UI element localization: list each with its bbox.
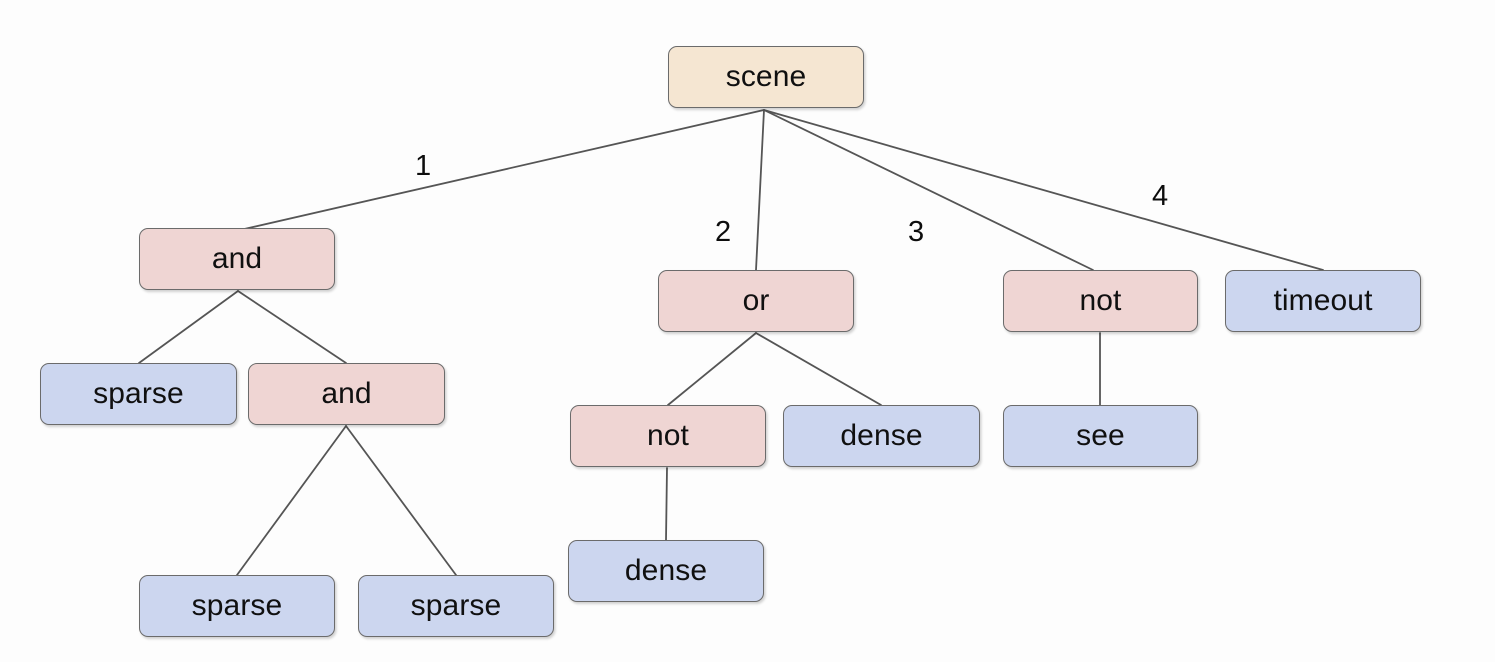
tree-edge-or1-to-not2	[667, 332, 757, 406]
tree-node-and1[interactable]: and	[139, 228, 335, 290]
tree-node-sparse3[interactable]: sparse	[358, 575, 554, 637]
tree-node-label: scene	[725, 60, 807, 93]
tree-node-scene[interactable]: scene	[668, 46, 864, 108]
tree-node-not2[interactable]: not	[570, 405, 766, 467]
tree-node-timeout1[interactable]: timeout	[1225, 270, 1421, 332]
tree-node-label: not	[1079, 284, 1122, 317]
edge-label-4: 4	[1152, 180, 1169, 212]
tree-node-label: sparse	[410, 589, 502, 622]
tree-node-sparse2[interactable]: sparse	[139, 575, 335, 637]
tree-edge-and1-to-and2	[237, 290, 347, 364]
tree-node-label: sparse	[93, 377, 184, 410]
tree-edge-scene-to-not1	[763, 109, 1094, 271]
tree-node-label: see	[1076, 419, 1125, 452]
tree-node-and2[interactable]: and	[248, 363, 445, 425]
tree-edge-and2-to-sparse2	[236, 425, 347, 576]
tree-node-label: and	[211, 242, 263, 275]
tree-node-label: and	[321, 377, 372, 410]
tree-edge-and2-to-sparse3	[345, 425, 457, 576]
tree-node-sparse1[interactable]: sparse	[40, 363, 237, 425]
tree-node-label: dense	[840, 419, 923, 452]
tree-edge-scene-to-and1	[239, 109, 765, 231]
tree-node-dense2[interactable]: dense	[568, 540, 764, 602]
tree-node-label: timeout	[1273, 284, 1373, 317]
tree-edge-or1-to-dense1	[755, 332, 882, 406]
tree-node-label: dense	[624, 554, 708, 587]
tree-node-or1[interactable]: or	[658, 270, 854, 332]
edge-label-1: 1	[415, 150, 432, 182]
tree-node-see1[interactable]: see	[1003, 405, 1198, 467]
tree-node-dense1[interactable]: dense	[783, 405, 980, 467]
tree-edge-scene-to-or1	[755, 109, 765, 271]
edge-label-2: 2	[715, 216, 732, 248]
tree-node-not1[interactable]: not	[1003, 270, 1198, 332]
tree-node-label: or	[742, 284, 770, 317]
tree-node-label: sparse	[191, 589, 283, 622]
tree-edge-scene-to-timeout1	[763, 109, 1324, 271]
tree-node-label: not	[646, 419, 689, 452]
tree-edge-not2-to-dense2	[665, 467, 668, 541]
edge-label-3: 3	[908, 216, 925, 248]
tree-edge-and1-to-sparse1	[138, 290, 239, 364]
